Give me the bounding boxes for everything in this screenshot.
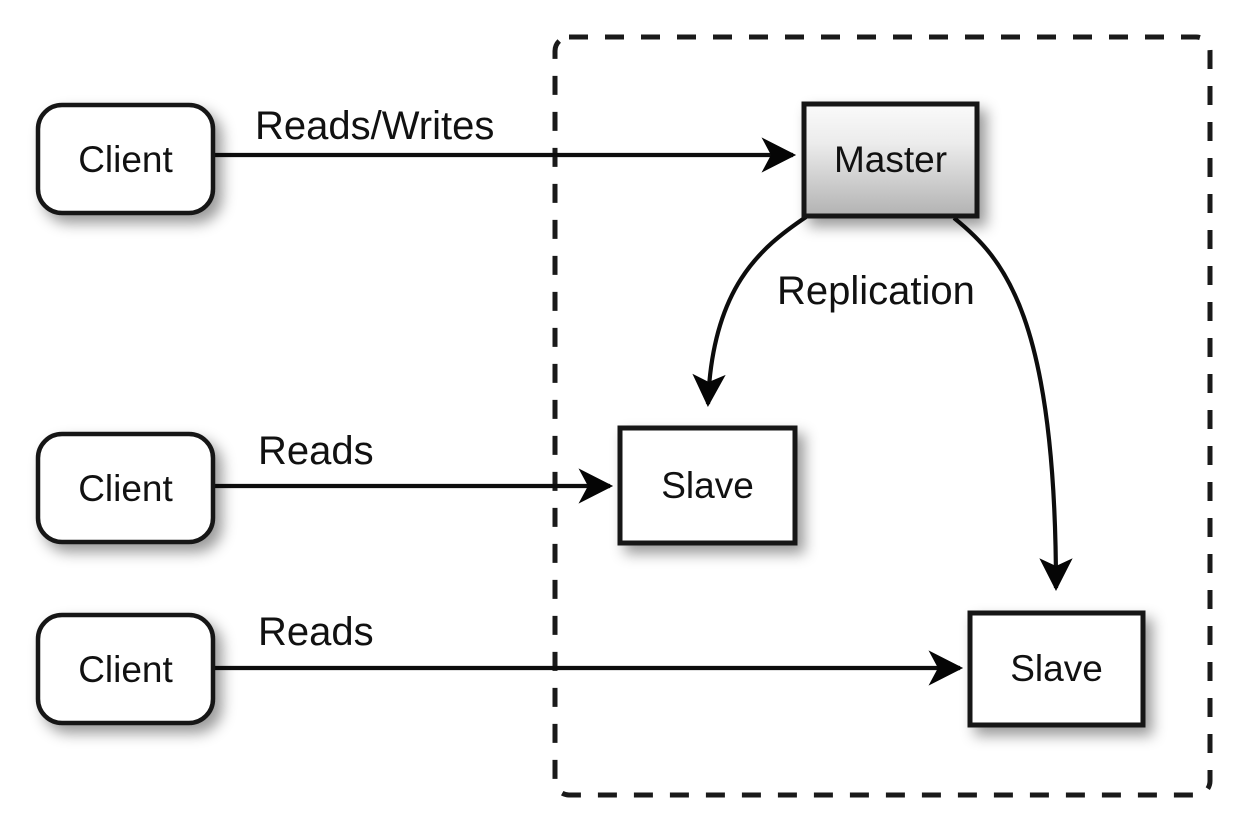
client-2-label: Client [78, 468, 173, 509]
slave-1-label: Slave [661, 465, 754, 506]
edge-label-reads-writes: Reads/Writes [255, 104, 494, 148]
client-3-label: Client [78, 649, 173, 690]
edge-master-slave1 [692, 215, 808, 407]
edge-curve-master-slave1 [692, 215, 808, 407]
edge-master-slave2 [952, 216, 1073, 591]
edge-label-reads-bottom: Reads [258, 610, 374, 654]
node-master[interactable]: Master [801, 101, 980, 219]
client-3-box[interactable] [35, 612, 216, 726]
master-box[interactable] [801, 101, 980, 219]
node-slave-2[interactable]: Slave [967, 610, 1146, 728]
client-1-label: Client [78, 139, 173, 180]
database-cluster-boundary [552, 34, 1213, 798]
client-2-box[interactable] [35, 431, 216, 545]
node-client-2[interactable]: Client [35, 431, 216, 545]
client-1-box[interactable] [35, 102, 216, 216]
node-slave-1[interactable]: Slave [617, 425, 798, 546]
edge-label-replication: Replication [777, 269, 975, 313]
edge-curve-master-slave2 [952, 216, 1073, 591]
slave-2-label: Slave [1010, 648, 1103, 689]
edge-label-reads-middle: Reads [258, 429, 374, 473]
master-label: Master [834, 139, 947, 180]
node-client-3[interactable]: Client [35, 612, 216, 726]
node-client-1[interactable]: Client [35, 102, 216, 216]
slave-1-box[interactable] [617, 425, 798, 546]
slave-2-box[interactable] [967, 610, 1146, 728]
